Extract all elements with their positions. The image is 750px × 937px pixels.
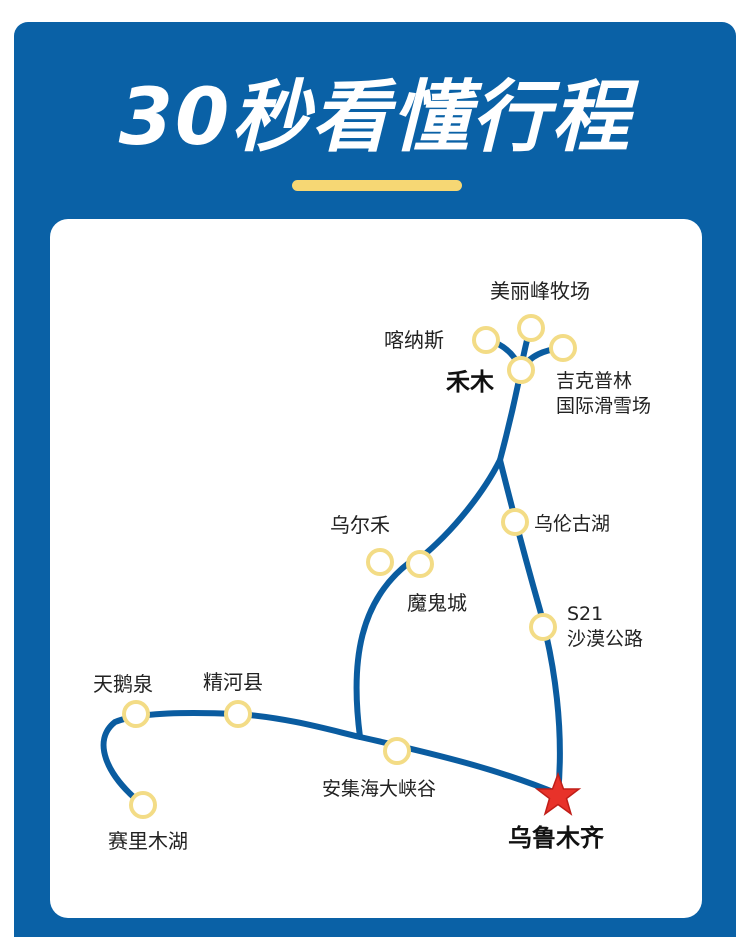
stop-hemu: [507, 356, 535, 384]
label-s21-2: 沙漠公路: [567, 628, 643, 650]
label-wuerhe: 乌尔禾: [330, 513, 390, 537]
page-title: 30秒看懂行程: [118, 73, 632, 163]
stop-wulungu: [501, 508, 529, 536]
stop-meilifeng: [517, 314, 545, 342]
label-jikepulin-1: 吉克普林: [556, 370, 632, 392]
label-kanasi: 喀纳斯: [384, 328, 444, 352]
stop-anjihai: [383, 737, 411, 765]
label-sailimu: 赛里木湖: [108, 829, 188, 853]
route-lines: [100, 325, 565, 808]
stop-jinghe: [224, 700, 252, 728]
route-moguicheng: [353, 559, 413, 740]
label-urumqi: 乌鲁木齐: [508, 824, 605, 852]
label-moguicheng: 魔鬼城: [407, 591, 467, 615]
stop-sailimu: [129, 791, 157, 819]
label-meilifeng: 美丽峰牧场: [490, 279, 590, 303]
label-wulungu: 乌伦古湖: [534, 513, 610, 535]
label-jinghe: 精河县: [203, 670, 263, 694]
route-east: [497, 457, 563, 797]
label-s21-1: S21: [567, 603, 603, 625]
stop-moguicheng: [406, 550, 434, 578]
stop-wuerhe: [366, 548, 394, 576]
stop-s21: [529, 613, 557, 641]
route-to-hemu-west: [415, 457, 503, 563]
label-jikepulin-2: 国际滑雪场: [556, 395, 651, 417]
label-tianequan: 天鹅泉: [93, 672, 153, 696]
label-hemu: 禾木: [446, 368, 495, 396]
stop-jikepulin: [549, 334, 577, 362]
stop-tianequan: [122, 700, 150, 728]
stops: [122, 314, 577, 819]
label-anjihai: 安集海大峡谷: [322, 778, 436, 800]
star-icon: [534, 771, 582, 816]
title-underline: [292, 180, 462, 191]
stop-kanasi: [472, 326, 500, 354]
